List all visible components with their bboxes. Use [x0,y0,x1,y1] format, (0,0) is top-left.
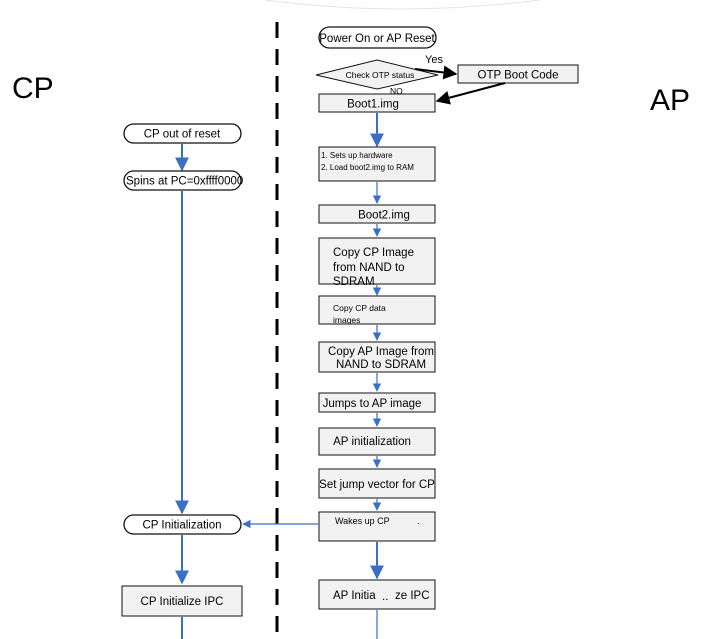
boot1-steps-box [318,146,436,182]
copy-ap-image-line-2: NAND to SDRAM [336,359,426,371]
copy-ap-image-line-1: Copy AP Image from [328,346,434,358]
cp-out-of-reset-box [123,123,242,144]
copy-cp-data-line-2: images [333,315,360,325]
yes-label: Yes [425,54,443,66]
boot1-text: Boot1.img [347,99,399,111]
boot1-box [318,93,436,113]
power-on-text: Power On or AP Reset [319,33,435,45]
set-jump-vector-box [318,468,436,499]
arrow-otp-to-boot1 [435,82,506,105]
cp-side-label: CP [12,72,54,105]
wakes-up-cp-text: Wakes up CP [335,516,390,526]
ap-initialize-ipc-text: AP Initia [333,590,376,602]
cp-initialization-box [123,514,242,535]
copy-cp-data-line-1: Copy CP data [333,303,386,313]
cp-out-of-reset-text: CP out of reset [144,129,221,141]
ap-initialize-ipc-ellipsis: .. [382,591,388,603]
copy-cp-image-line-1: Copy CP Image [333,247,414,259]
boot2-text: Boot2.img [358,210,410,222]
jumps-to-ap-box [318,392,436,413]
set-jump-vector-text: Set jump vector for CP [319,479,435,491]
cp-spins-box [123,170,242,191]
copy-cp-data-box [318,295,436,325]
cp-spins-text: Spins at PC=0xffff0000 [126,176,243,188]
power-on-box [318,26,437,49]
copy-cp-image-line-2: from NAND to [333,262,405,274]
jumps-to-ap-text: Jumps to AP image [323,398,422,410]
ap-initialize-ipc-box [318,579,436,610]
wakes-up-cp-box [318,511,436,542]
decorative-arc [264,0,541,10]
cp-initialization-text: CP Initialization [142,520,221,532]
wakes-up-cp-dot: . [417,516,420,526]
ap-side-label: AP [650,84,690,117]
ap-initialization-text: AP initialization [333,436,411,448]
copy-ap-image-box [318,341,436,373]
otp-boot-code-box [457,64,579,84]
check-otp-text: Check OTP status [346,70,415,80]
no-label: NO [390,86,403,96]
copy-cp-image-box [318,237,436,285]
ap-initialize-ipc-text-rest: ze IPC [395,590,430,602]
boot1-step-2: 2. Load boot2.img to RAM [321,163,414,172]
boot2-box [318,204,436,224]
otp-boot-code-text: OTP Boot Code [478,70,559,82]
arrow-yes-to-otp [414,65,458,80]
boot1-step-1: 1. Sets up hardware [321,151,393,160]
cp-initialize-ipc-box [121,585,243,617]
copy-cp-image-line-3: SDRAM [333,276,375,288]
ap-initialization-box [318,427,436,456]
check-otp-decision [315,59,439,90]
cp-initialize-ipc-text: CP Initialize IPC [141,596,224,608]
